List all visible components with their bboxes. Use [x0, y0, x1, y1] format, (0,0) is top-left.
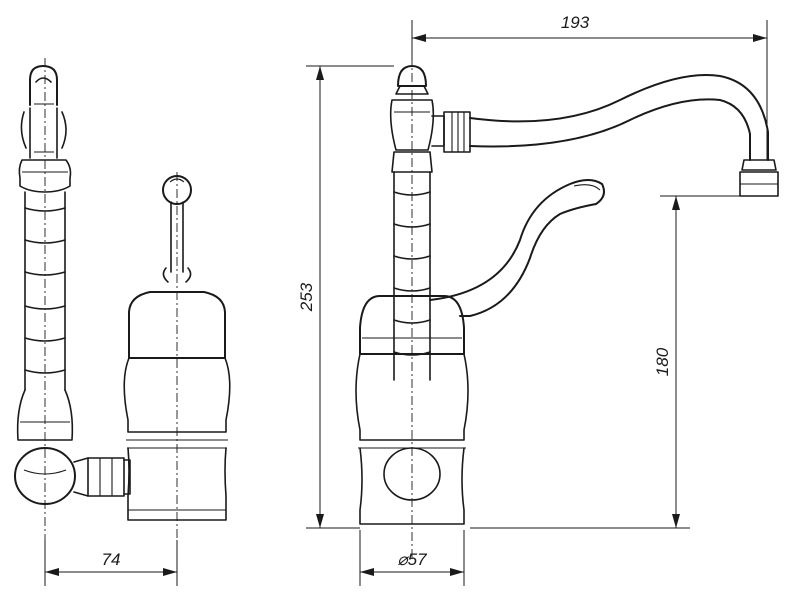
dimension-spout-reach: 193: [561, 13, 590, 32]
dimension-total-height: 253: [297, 282, 316, 312]
dimension-spout-height: 180: [653, 347, 672, 376]
dimension-base-diameter: ⌀57: [397, 550, 427, 569]
faucet-side-view: [14, 58, 231, 585]
faucet-front-view: [355, 22, 779, 560]
dimension-lines: [44, 20, 768, 586]
dimension-side-offset: 74: [102, 550, 121, 569]
